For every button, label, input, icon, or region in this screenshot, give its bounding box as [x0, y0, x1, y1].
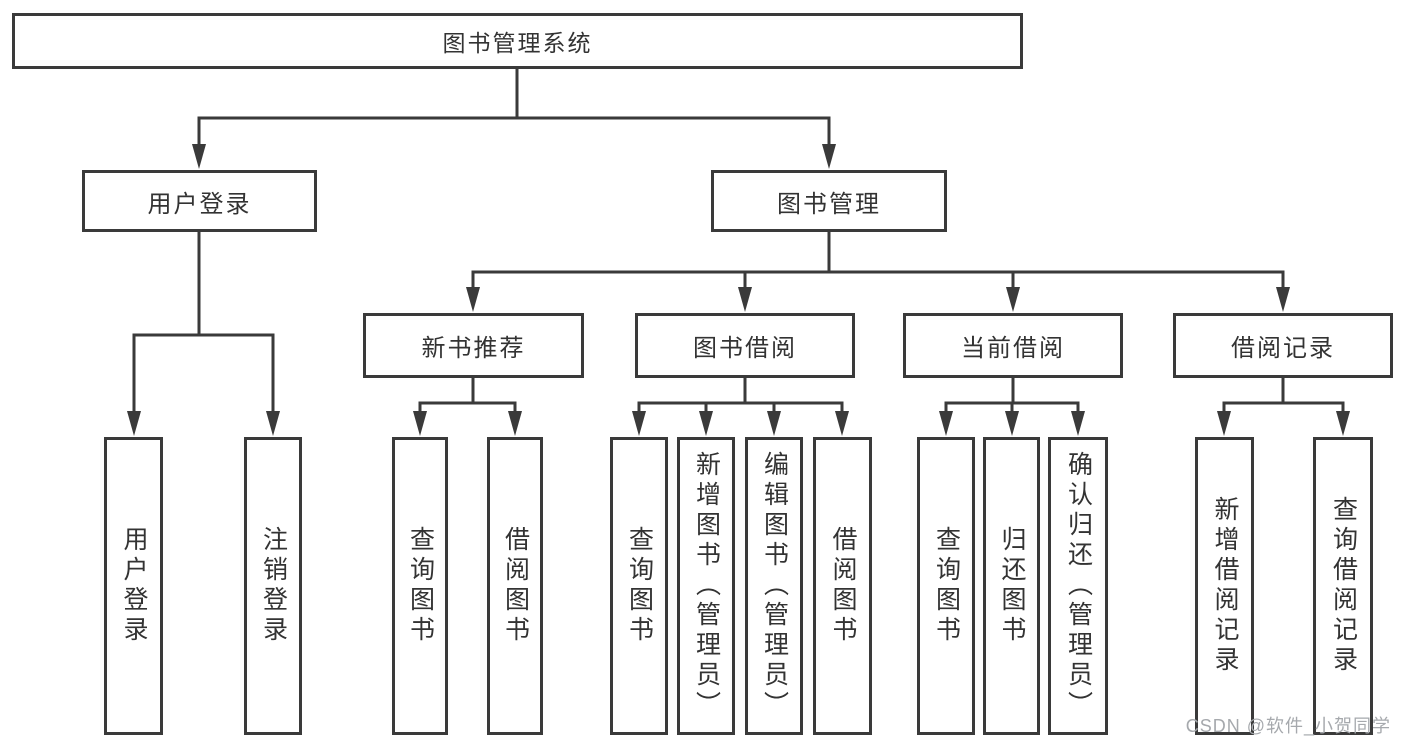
arrowhead-icon — [939, 411, 953, 436]
connector-current-to-leaves — [944, 378, 1080, 414]
node-new-book-recommendation: 新书推荐 — [363, 313, 584, 378]
leaf-edit-book-admin: 编辑图书（管理员） — [745, 437, 803, 735]
connector-login-to-leaves — [132, 232, 275, 413]
arrowhead-icon — [1005, 411, 1019, 436]
arrowhead-icon — [1217, 411, 1231, 436]
arrowhead-icon — [127, 411, 141, 436]
connector-recommend-to-leaves — [418, 378, 517, 414]
arrowhead-icon — [413, 411, 427, 436]
arrowhead-icon — [192, 144, 206, 169]
arrowhead-icon — [699, 411, 713, 436]
arrowhead-icon — [632, 411, 646, 436]
arrowhead-icon — [1006, 287, 1020, 312]
node-current-borrowing: 当前借阅 — [903, 313, 1123, 378]
arrowhead-icon — [1276, 287, 1290, 312]
leaf-borrow-books: 借阅图书 — [813, 437, 872, 735]
leaf-add-borrow-record: 新增借阅记录 — [1195, 437, 1254, 735]
arrowhead-icon — [822, 144, 836, 169]
node-user-login-group: 用户登录 — [82, 170, 317, 232]
leaf-query-books: 查询图书 — [610, 437, 668, 735]
connector-root-to-level2 — [197, 69, 831, 146]
arrowhead-icon — [266, 411, 280, 436]
leaf-confirm-return-admin: 确认归还（管理员） — [1048, 437, 1108, 735]
leaf-query-books: 查询图书 — [392, 437, 448, 735]
leaf-logout: 注销登录 — [244, 437, 302, 735]
arrowhead-icon — [508, 411, 522, 436]
node-book-management: 图书管理 — [711, 170, 947, 232]
node-borrowing-records: 借阅记录 — [1173, 313, 1393, 378]
arrowheads — [127, 144, 1350, 436]
leaf-query-books: 查询图书 — [917, 437, 975, 735]
connector-records-to-leaves — [1222, 378, 1345, 414]
arrowhead-icon — [1071, 411, 1085, 436]
node-library-management-system: 图书管理系统 — [12, 13, 1023, 69]
arrowhead-icon — [1336, 411, 1350, 436]
csdn-watermark: CSDN @软件_小贺同学 — [1185, 716, 1391, 736]
connector-borrowing-to-leaves — [637, 378, 844, 414]
arrowhead-icon — [738, 287, 752, 312]
node-book-borrowing: 图书借阅 — [635, 313, 855, 378]
connector-mgmt-to-level3 — [471, 232, 1285, 290]
arrowhead-icon — [835, 411, 849, 436]
arrowhead-icon — [767, 411, 781, 436]
leaf-add-book-admin: 新增图书（管理员） — [677, 437, 735, 735]
leaf-user-login: 用户登录 — [104, 437, 163, 735]
leaf-return-books: 归还图书 — [983, 437, 1040, 735]
arrowhead-icon — [466, 287, 480, 312]
leaf-query-borrow-record: 查询借阅记录 — [1313, 437, 1373, 735]
leaf-borrow-books: 借阅图书 — [487, 437, 543, 735]
